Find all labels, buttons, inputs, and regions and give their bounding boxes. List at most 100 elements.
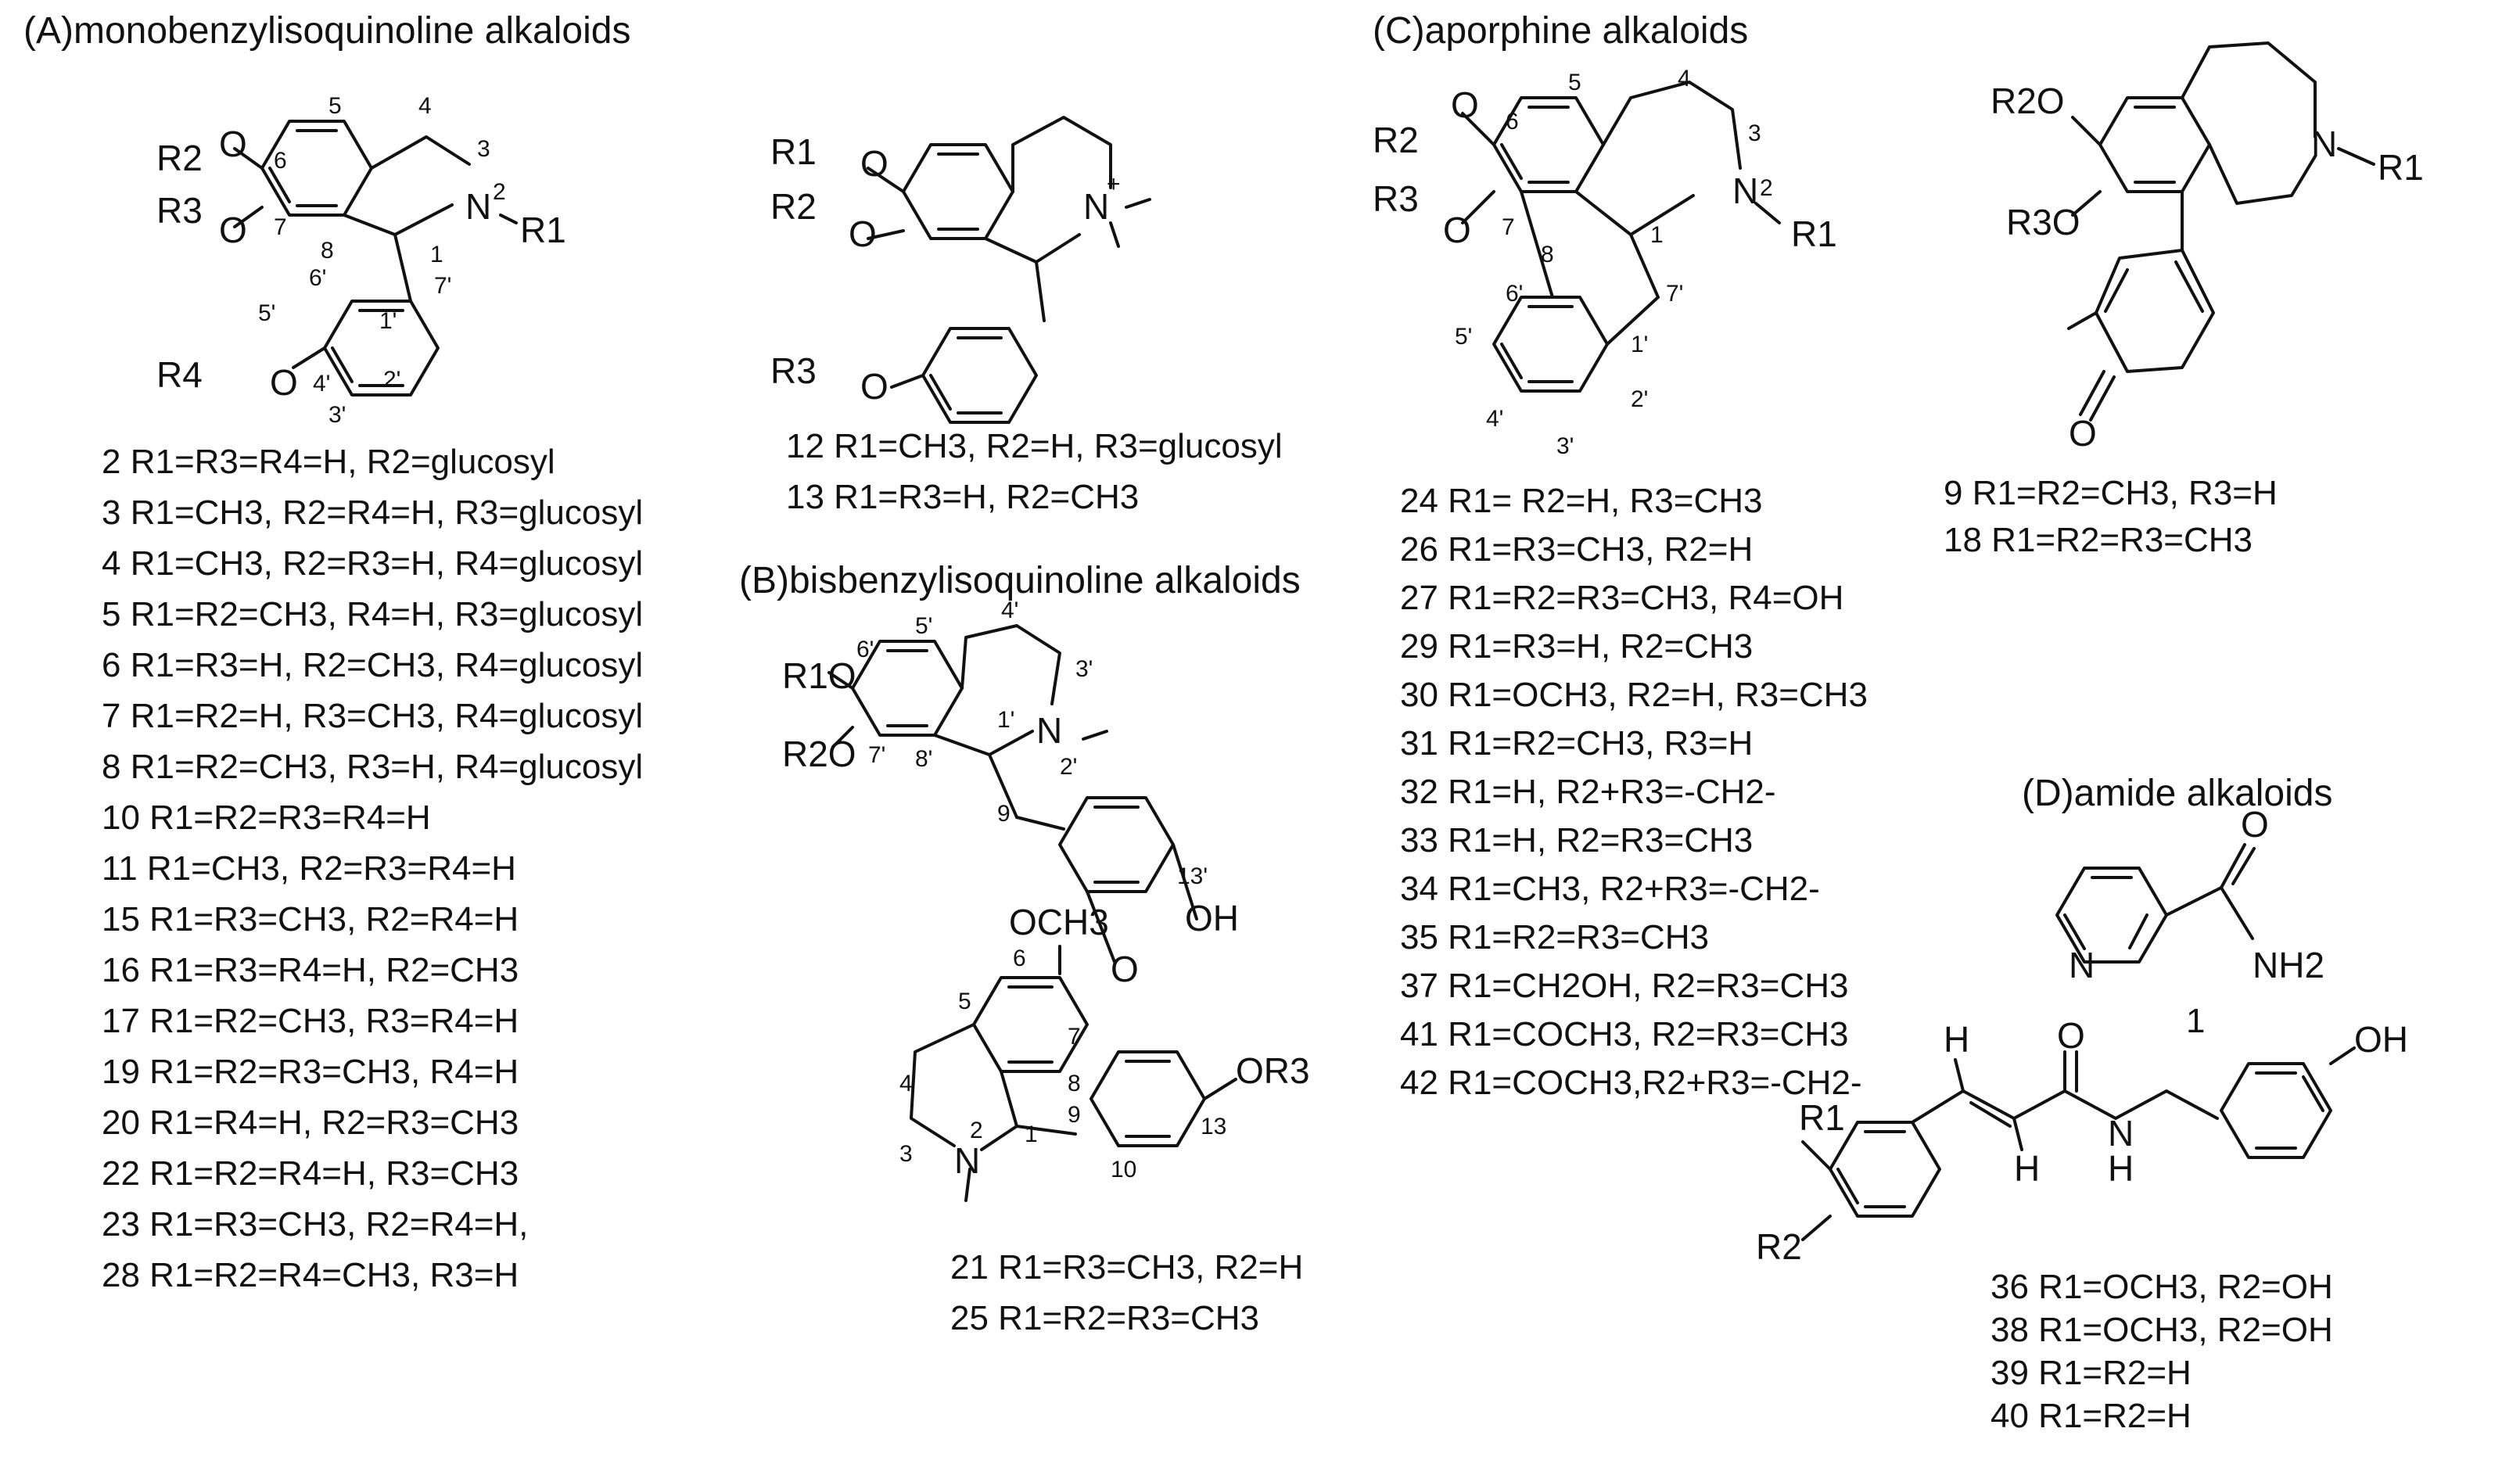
atom-n-b1: N xyxy=(1036,710,1062,751)
pos-b-8: 8 xyxy=(1068,1071,1081,1096)
atom-r2-c: R2 xyxy=(1373,120,1419,160)
pos-b-8p: 8' xyxy=(915,746,932,772)
atom-r1-c: R1 xyxy=(1791,214,1837,254)
compound-5: 5 R1=R2=CH3, R4=H, R3=glucosyl xyxy=(102,595,643,633)
pos-c-4: 4 xyxy=(1678,66,1691,92)
atom-r3-a2: R3 xyxy=(770,350,817,391)
plus-charge: + xyxy=(1107,171,1121,197)
pos-b-13p: 13' xyxy=(1177,863,1208,889)
atom-n-pyridine: N xyxy=(2069,945,2095,985)
pos-c-7: 7 xyxy=(1502,214,1515,240)
compound-29: 29 R1=R3=H, R2=CH3 xyxy=(1400,627,1753,666)
compound-41: 41 R1=COCH3, R2=R3=CH3 xyxy=(1400,1015,1848,1053)
structure-d-nicotinamide: O NH2 N 1 xyxy=(2055,804,2324,1040)
compound-9: 9 R1=R2=CH3, R3=H xyxy=(1944,474,2278,512)
structure-a-quaternary: O R1 O R2 N + O R3 12 R1=CH3, R2=H, R3=g… xyxy=(770,116,1283,516)
structure-c-proaporphine: R2O R3O N R1 O 9 R1=R2=CH3, R3=H 18 R1=R… xyxy=(1944,41,2424,559)
atom-o-a2-3: O xyxy=(860,366,888,407)
compound-12: 12 R1=CH3, R2=H, R3=glucosyl xyxy=(786,427,1283,465)
pos-b-6: 6 xyxy=(1013,946,1026,971)
structure-c-aporphine: O R2 O R3 N R1 6 5 4 3 2 7 8 1 6' 7' 5' … xyxy=(1373,66,1837,459)
pos-a-8: 8 xyxy=(321,238,334,264)
section-b-title: (B)bisbenzylisoquinoline alkaloids xyxy=(739,560,1301,601)
pos-b-3: 3 xyxy=(899,1141,913,1167)
compound-42: 42 R1=COCH3,R2+R3=-CH2- xyxy=(1400,1064,1862,1102)
pos-c-2: 2 xyxy=(1760,175,1773,201)
atom-r1o-b: R1O xyxy=(782,655,856,696)
atom-h-beta: H xyxy=(2014,1148,2040,1189)
pos-b-7p: 7' xyxy=(868,742,885,768)
section-d-title: (D)amide alkaloids xyxy=(2022,773,2332,814)
pos-c-5: 5 xyxy=(1568,70,1581,95)
structure-a-monobenzylisoquinoline: O R2 O R3 N R1 O R4 6 5 4 3 2 7 8 1 7' 6… xyxy=(156,93,566,428)
pos-a-6p: 6' xyxy=(309,265,326,291)
pos-b-5p: 5' xyxy=(915,613,932,639)
compound-20: 20 R1=R4=H, R2=R3=CH3 xyxy=(102,1104,519,1142)
compound-23: 23 R1=R3=CH3, R2=R4=H, xyxy=(102,1205,528,1243)
pos-b-5: 5 xyxy=(958,989,971,1014)
compound-27: 27 R1=R2=R3=CH3, R4=OH xyxy=(1400,579,1843,617)
compound-35: 35 R1=R2=R3=CH3 xyxy=(1400,918,1709,956)
pos-b-7: 7 xyxy=(1068,1024,1081,1050)
atom-och3-b: OCH3 xyxy=(1009,902,1109,942)
pos-b-3p: 3' xyxy=(1075,656,1093,682)
atom-r2o-c2: R2O xyxy=(1991,81,2065,121)
pos-c-8: 8 xyxy=(1541,242,1554,267)
compound-28: 28 R1=R2=R4=CH3, R3=H xyxy=(102,1256,519,1294)
compound-16: 16 R1=R3=R4=H, R2=CH3 xyxy=(102,951,519,989)
atom-r2o-b: R2O xyxy=(782,734,856,774)
atom-r1-a2: R1 xyxy=(770,131,817,172)
section-a-title: (A)monobenzylisoquinoline alkaloids xyxy=(23,10,630,52)
compound-32: 32 R1=H, R2+R3=-CH2- xyxy=(1400,773,1776,811)
atom-r1: R1 xyxy=(520,210,566,250)
atom-r1-d: R1 xyxy=(1799,1097,1845,1138)
pos-b-2: 2 xyxy=(970,1118,983,1143)
pos-a-3: 3 xyxy=(477,136,490,162)
atom-o-6: O xyxy=(219,124,247,164)
pos-a-1p: 1' xyxy=(379,308,397,334)
atom-o-7: O xyxy=(219,210,247,250)
pos-a-4: 4 xyxy=(418,93,432,119)
pos-b-2p: 2' xyxy=(1060,754,1077,780)
compound-list-c: 24 R1= R2=H, R3=CH3 26 R1=R3=CH3, R2=H 2… xyxy=(1400,482,1868,1102)
compound-8: 8 R1=R2=CH3, R3=H, R4=glucosyl xyxy=(102,748,643,786)
pos-a-7: 7 xyxy=(274,214,287,240)
atom-n-a2: N xyxy=(1083,186,1109,227)
pos-c-1p: 1' xyxy=(1631,332,1648,357)
compound-3: 3 R1=CH3, R2=R4=H, R3=glucosyl xyxy=(102,493,643,532)
pos-a-3p: 3' xyxy=(328,402,346,428)
atom-o-a2-2: O xyxy=(849,214,877,254)
compound-7: 7 R1=R2=H, R3=CH3, R4=glucosyl xyxy=(102,697,643,735)
compound-10: 10 R1=R2=R3=R4=H xyxy=(102,798,431,837)
pos-a-1: 1 xyxy=(430,242,443,267)
compound-33: 33 R1=H, R2=R3=CH3 xyxy=(1400,821,1753,859)
atom-nh2: NH2 xyxy=(2253,945,2324,985)
pos-a-4p: 4' xyxy=(313,371,330,397)
section-c-title: (C)aporphine alkaloids xyxy=(1373,10,1748,52)
structure-b-bisbenzylisoquinoline: R1O R2O N OH OCH3 O N OR3 6' 5' 4' 3' 2'… xyxy=(782,598,1310,1337)
pos-b-9p: 9 xyxy=(997,801,1011,827)
pos-b-10: 10 xyxy=(1111,1157,1136,1182)
compound-25: 25 R1=R2=R3=CH3 xyxy=(950,1299,1259,1337)
atom-o-4p: O xyxy=(270,362,298,403)
pos-a-6: 6 xyxy=(274,148,287,174)
atom-o-bridge: O xyxy=(1111,949,1139,989)
compound-11: 11 R1=CH3, R2=R3=R4=H xyxy=(102,849,516,888)
compound-2: 2 R1=R3=R4=H, R2=glucosyl xyxy=(102,443,555,481)
atom-or3-b: OR3 xyxy=(1236,1050,1310,1091)
compound-39: 39 R1=R2=H xyxy=(1991,1354,2192,1392)
atom-r3: R3 xyxy=(156,190,203,231)
atom-o-amide-1: O xyxy=(2241,804,2269,845)
compound-4: 4 R1=CH3, R2=R3=H, R4=glucosyl xyxy=(102,544,643,583)
atom-r1-c2: R1 xyxy=(2378,147,2424,188)
atom-n-c: N xyxy=(1732,170,1758,211)
atom-r3-c: R3 xyxy=(1373,178,1419,219)
compound-15: 15 R1=R3=CH3, R2=R4=H xyxy=(102,900,519,938)
compound-40: 40 R1=R2=H xyxy=(1991,1397,2192,1435)
compound-31: 31 R1=R2=CH3, R3=H xyxy=(1400,724,1753,763)
pos-c-3: 3 xyxy=(1748,120,1761,146)
compound-1: 1 xyxy=(2186,1002,2205,1040)
pos-b-4: 4 xyxy=(899,1071,913,1096)
compound-38: 38 R1=OCH3, R2=OH xyxy=(1991,1311,2333,1349)
